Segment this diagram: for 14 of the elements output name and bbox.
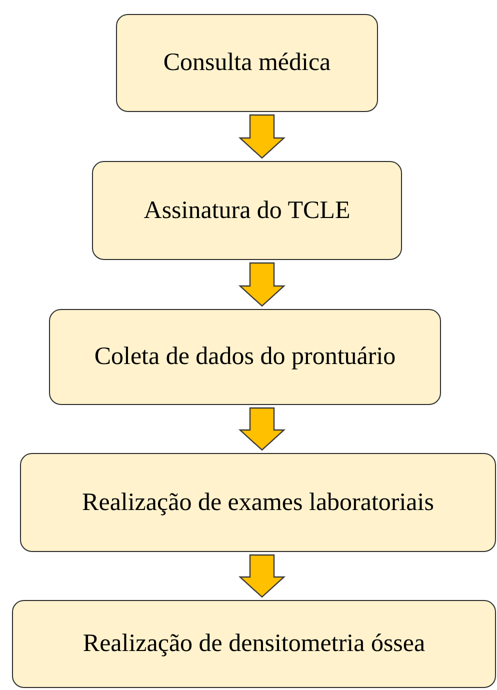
box-label: Coleta de dados do prontuário — [94, 343, 396, 371]
process-box — [12, 600, 496, 688]
block-arrow — [238, 114, 286, 159]
block-arrow — [238, 554, 286, 598]
box-label: Consulta médica — [163, 49, 331, 77]
process-box — [116, 14, 378, 112]
box-label: Assinatura do TCLE — [144, 196, 350, 224]
box-label: Realização de densitometria óssea — [82, 630, 426, 658]
box-label: Realização de exames laboratoriais — [82, 488, 434, 516]
block-arrow — [238, 262, 286, 307]
block-arrow — [238, 407, 286, 451]
process-box — [20, 453, 496, 552]
process-box — [49, 309, 441, 405]
process-box — [92, 161, 402, 260]
